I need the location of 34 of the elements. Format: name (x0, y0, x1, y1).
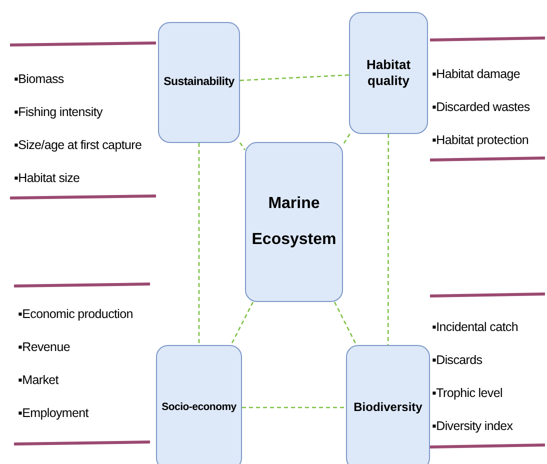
dashed-connector (239, 142, 246, 150)
rounded-box (245, 142, 343, 302)
dashed-connector (242, 406, 346, 408)
rounded-box (158, 22, 240, 143)
dashed-connector (240, 74, 350, 82)
bullet-item: ▪Size/age at first capture (14, 137, 142, 154)
bullet-item: ▪Revenue (18, 339, 71, 356)
bullet-item: ▪Employment (18, 405, 90, 422)
bullet-item: ▪Habitat protection (432, 132, 530, 149)
bullet-item: ▪Habitat damage (432, 66, 521, 83)
bullet-item: ▪Habitat size (14, 170, 81, 187)
bullet-item: ▪Discarded wastes (432, 99, 530, 116)
bullet-item: ▪Market (18, 372, 60, 389)
rounded-box (156, 345, 242, 464)
bullet-item: ▪Biomass (14, 71, 65, 88)
node-label: Biodiversity (354, 400, 422, 415)
node-label: Ecosystem (252, 230, 336, 250)
dashed-connector (334, 302, 357, 346)
node-label: Marine (268, 194, 320, 214)
bullet-item: ▪Discards (432, 352, 484, 369)
bullet-item: ▪Diversity index (432, 418, 514, 435)
node-label: Sustainability (164, 75, 234, 90)
node-label: Habitat quality (365, 56, 412, 90)
bullet-item: ▪Fishing intensity (14, 104, 104, 121)
rounded-box (349, 12, 428, 134)
dashed-connector (198, 143, 200, 345)
bullet-item: ▪Incidental catch (432, 319, 518, 336)
bullet-item: ▪Economic production (18, 306, 133, 323)
rounded-box (346, 345, 430, 464)
dashed-connector (230, 302, 254, 346)
dashed-connector (342, 134, 350, 146)
node-label: Socio-economy (162, 400, 236, 414)
dashed-connector (387, 134, 390, 345)
bullet-item: ▪Trophic level (432, 385, 504, 402)
